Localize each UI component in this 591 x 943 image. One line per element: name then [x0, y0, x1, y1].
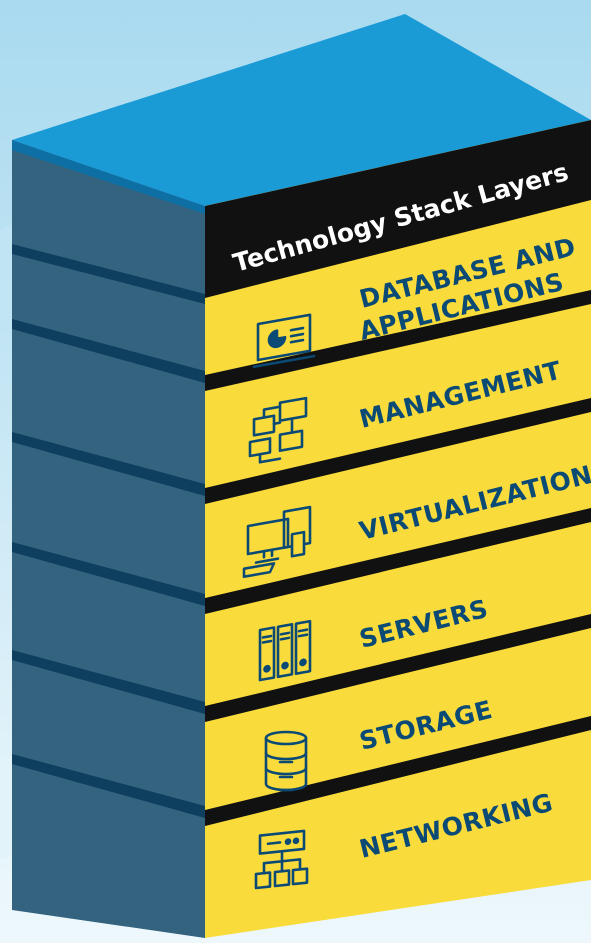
layer-divider-band: [205, 508, 591, 614]
server-binders-icon: [258, 619, 312, 682]
multi-device-icon: [242, 505, 312, 579]
layer-divider-band: [205, 716, 591, 826]
left-face-groove: [12, 754, 205, 818]
layer-divider-band: [205, 290, 591, 391]
left-face-groove: [12, 542, 205, 606]
left-face-groove: [12, 244, 205, 304]
workflow-diagram-icon: [248, 396, 308, 464]
layer-divider-band: [205, 398, 591, 504]
front-face-dividers: [205, 290, 591, 826]
database-cylinder-icon: [264, 730, 308, 792]
left-face-grooves: [12, 244, 205, 818]
presentation-board-icon: [252, 313, 316, 369]
left-face-groove: [12, 650, 205, 714]
stack-top-shade: [12, 140, 205, 214]
title-band: [205, 120, 591, 298]
layer-divider-band: [205, 614, 591, 722]
network-hierarchy-icon: [254, 829, 309, 890]
left-face-groove: [12, 432, 205, 496]
stack-top-face: [12, 14, 591, 206]
left-face-groove: [12, 319, 205, 383]
